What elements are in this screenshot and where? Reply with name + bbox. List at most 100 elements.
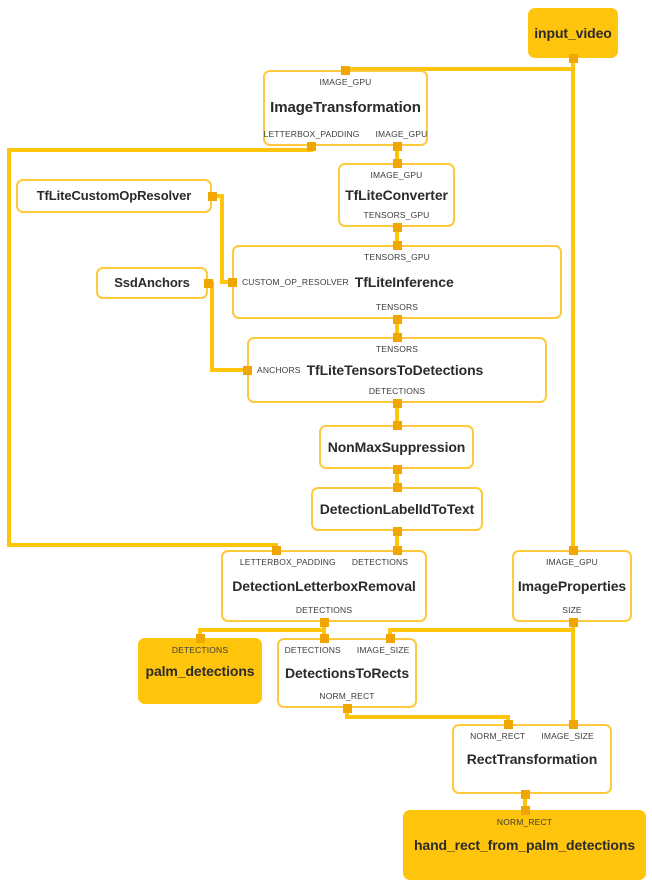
node-title-row: palm_detections: [145, 662, 255, 679]
node-title: DetectionsToRects: [284, 664, 410, 681]
node-title-row: NonMaxSuppression: [327, 438, 466, 455]
input-ports: DETECTIONS: [140, 645, 260, 655]
node-title-row: TfLiteConverter: [345, 186, 448, 203]
input-ports: DETECTIONS IMAGE_SIZE: [279, 645, 415, 655]
node-title: palm_detections: [145, 662, 255, 679]
node-title-row: SsdAnchors: [114, 276, 190, 290]
output-port-label: DETECTIONS: [368, 386, 426, 396]
input-port-label: TENSORS_GPU: [364, 252, 430, 262]
node-title: ImageProperties: [517, 577, 627, 594]
edge-source-pin: [203, 278, 213, 288]
edge-target-pin: [392, 420, 402, 430]
input-port-label: DETECTIONS: [351, 557, 409, 567]
output-port-label: DETECTIONS: [295, 605, 353, 615]
input-port-label: IMAGE_SIZE: [356, 645, 410, 655]
output-port-label: IMAGE_GPU: [375, 129, 428, 139]
node-NonMaxSuppression[interactable]: NonMaxSuppression: [319, 425, 474, 469]
input-ports: TENSORS: [249, 344, 545, 354]
edge-target-pin: [503, 719, 513, 729]
input-ports: NORM_RECT: [405, 817, 644, 827]
output-port-label: TENSORS_GPU: [363, 210, 430, 220]
output-port-label: SIZE: [562, 605, 582, 615]
input-port-label: NORM_RECT: [470, 731, 526, 741]
output-port-label: NORM_RECT: [319, 691, 375, 701]
input-ports: NORM_RECT IMAGE_SIZE: [454, 731, 610, 741]
input-port-label: TENSORS: [375, 344, 419, 354]
output-ports: DETECTIONS: [223, 605, 425, 615]
node-DetectionLabelIdToText[interactable]: DetectionLabelIdToText: [311, 487, 483, 531]
edge-target-pin: [195, 633, 205, 643]
edge-target-pin: [242, 365, 252, 375]
node-title: TfLiteCustomOpResolver: [36, 188, 192, 204]
input-port-label: IMAGE_GPU: [370, 170, 423, 180]
node-title-row: RectTransformation: [466, 750, 598, 767]
node-title-row: DetectionLetterboxRemoval: [232, 578, 416, 594]
output-ports: DETECTIONS: [249, 386, 545, 396]
node-TfLiteCustomOpResolver[interactable]: TfLiteCustomOpResolver: [16, 179, 212, 213]
edge-source-pin: [392, 398, 402, 408]
edge-target-pin: [392, 332, 402, 342]
edge-target-pin: [392, 240, 402, 250]
edge-target-pin: [385, 633, 395, 643]
edge-target-pin: [392, 158, 402, 168]
edge-source-pin: [319, 617, 329, 627]
node-input_video[interactable]: input_video: [528, 8, 618, 58]
edge-target-pin: [568, 719, 578, 729]
edge: [198, 622, 326, 638]
node-SsdAnchors[interactable]: SsdAnchors: [96, 267, 208, 299]
node-title: RectTransformation: [466, 750, 598, 767]
node-title: hand_rect_from_palm_detections: [413, 836, 636, 853]
node-RectTransformation[interactable]: NORM_RECT IMAGE_SIZE RectTransformation: [452, 724, 612, 794]
node-title-row: DetectionsToRects: [284, 664, 410, 681]
edge: [212, 194, 232, 284]
node-title: NonMaxSuppression: [327, 438, 466, 455]
node-title: TfLiteTensorsToDetections: [306, 361, 484, 378]
edge: [388, 622, 575, 638]
edge-source-pin: [306, 141, 316, 151]
input-port-label: NORM_RECT: [496, 817, 553, 827]
input-ports: IMAGE_GPU: [514, 557, 630, 567]
node-title: TfLiteConverter: [345, 186, 448, 203]
input-ports: TENSORS_GPU: [234, 252, 560, 262]
input-port-label: IMAGE_SIZE: [541, 731, 594, 741]
edge-source-pin: [342, 703, 352, 713]
output-ports: TENSORS: [234, 302, 560, 312]
edge-source-pin: [392, 526, 402, 536]
node-title: TfLiteInference: [354, 273, 454, 290]
node-title: ImageTransformation: [270, 99, 421, 117]
node-hand_rect_from_palm_detections[interactable]: NORM_RECT hand_rect_from_palm_detections: [403, 810, 646, 880]
edge-target-pin: [520, 805, 530, 815]
output-port-label: LETTERBOX_PADDING: [263, 129, 360, 139]
output-ports: NORM_RECT: [279, 691, 415, 701]
output-ports: LETTERBOX_PADDING IMAGE_GPU: [263, 129, 428, 139]
output-port-label: TENSORS: [375, 302, 419, 312]
edge-source-pin: [520, 789, 530, 799]
edge-source-pin: [568, 617, 578, 627]
edge-target-pin: [227, 277, 237, 287]
node-title-row: DetectionLabelIdToText: [320, 501, 475, 517]
edge-source-pin: [392, 314, 402, 324]
input-port-label: IMAGE_GPU: [546, 557, 598, 567]
node-title-row: ImageTransformation: [270, 100, 421, 116]
input-ports: IMAGE_GPU: [265, 77, 426, 87]
input-ports: IMAGE_GPU: [340, 170, 453, 180]
input-port-label: DETECTIONS: [171, 645, 229, 655]
node-title-row: hand_rect_from_palm_detections: [413, 836, 636, 853]
edge: [345, 708, 510, 724]
node-palm_detections[interactable]: DETECTIONS palm_detections: [138, 638, 262, 704]
input-port-label: IMAGE_GPU: [319, 77, 372, 87]
node-title-row: TfLiteCustomOpResolver: [37, 189, 192, 203]
input-port-label: DETECTIONS: [284, 645, 341, 655]
edge-target-pin: [392, 545, 402, 555]
edge-source-pin: [392, 141, 402, 151]
edge-source-pin: [568, 53, 578, 63]
